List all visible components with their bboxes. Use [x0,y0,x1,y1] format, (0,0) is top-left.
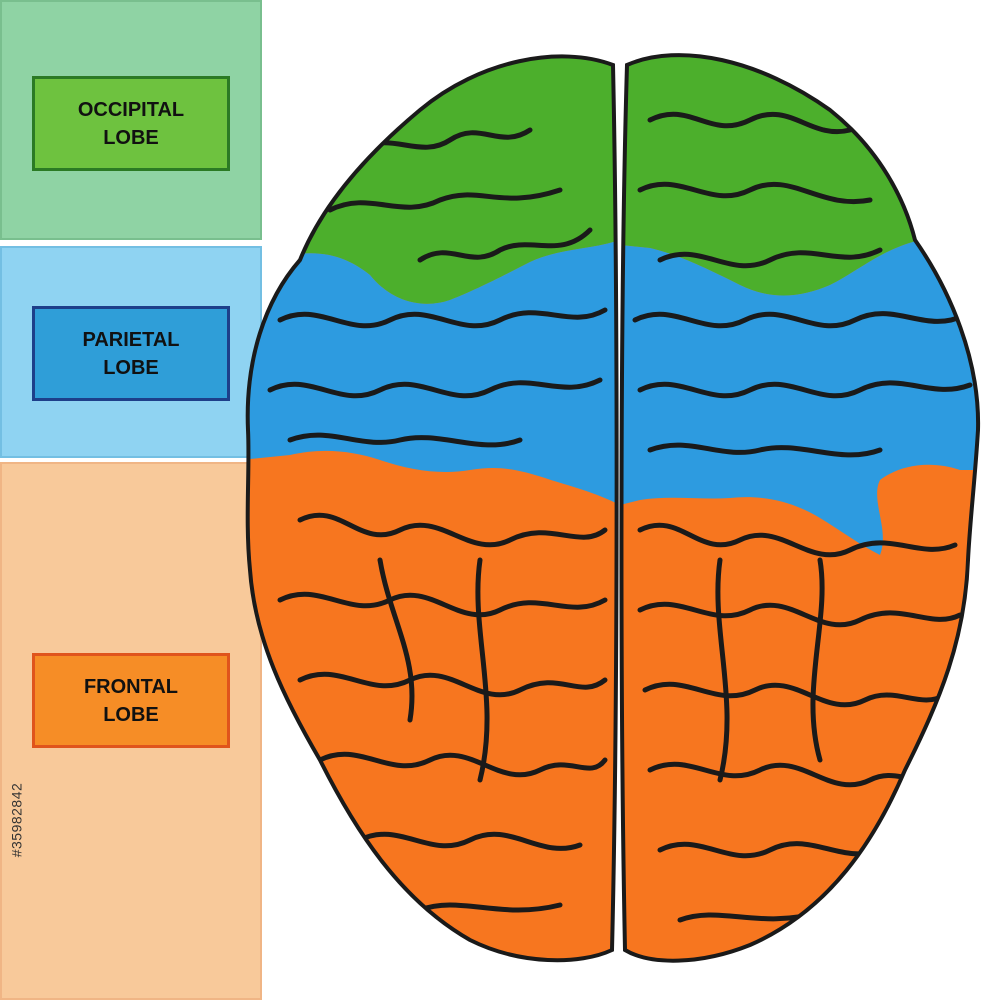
frontal-lobe-label: FRONTAL LOBE [32,653,230,748]
left-gyri [267,127,608,913]
occipital-label-line2: LOBE [103,126,159,149]
parietal-lobe-label: PARIETAL LOBE [32,306,230,401]
parietal-label-line1: PARIETAL [82,328,180,351]
occipital-label-line1: OCCIPITAL [77,98,185,121]
frontal-label-line1: FRONTAL [83,675,179,698]
frontal-label-line2: LOBE [103,703,159,726]
left-hemisphere-outline [245,54,619,963]
right-gyri [632,111,973,923]
occipital-lobe-label: OCCIPITAL LOBE [32,76,230,171]
left-hemisphere [247,56,617,961]
right-hemisphere [621,55,979,961]
right-hemisphere-outline [619,53,981,963]
parietal-label-line2: LOBE [103,356,159,379]
